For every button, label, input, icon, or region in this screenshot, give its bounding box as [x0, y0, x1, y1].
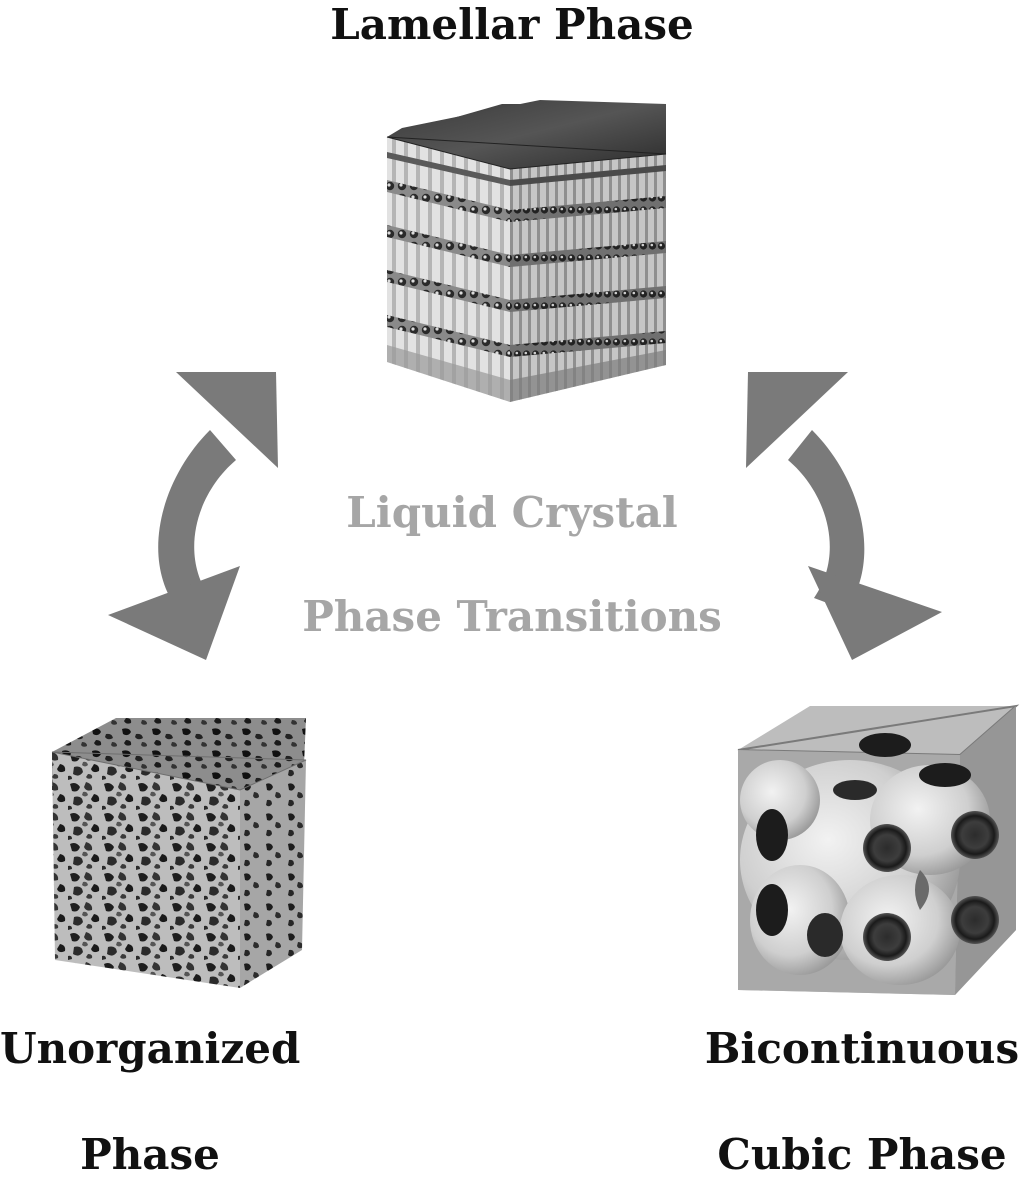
center-title-line2: Phase Transitions — [302, 592, 722, 641]
lamellar-phase-label: Lamellar Phase — [330, 0, 694, 49]
unorganized-phase-label-line1: Unorganized — [0, 1024, 301, 1073]
unorganized-phase-label-line2: Phase — [80, 1130, 220, 1179]
bicontinuous-phase-label-line1: Bicontinuous — [704, 1024, 1020, 1073]
bicontinuous-phase-label-line2: Cubic Phase — [717, 1130, 1007, 1179]
center-title-line1: Liquid Crystal — [346, 488, 678, 537]
right-double-arrow — [746, 372, 942, 660]
bicontinuous-cubic-cube-image — [737, 704, 1020, 995]
unorganized-phase-cube-image — [51, 718, 307, 988]
lamellar-cube-image — [386, 100, 667, 402]
left-double-arrow — [108, 372, 278, 660]
